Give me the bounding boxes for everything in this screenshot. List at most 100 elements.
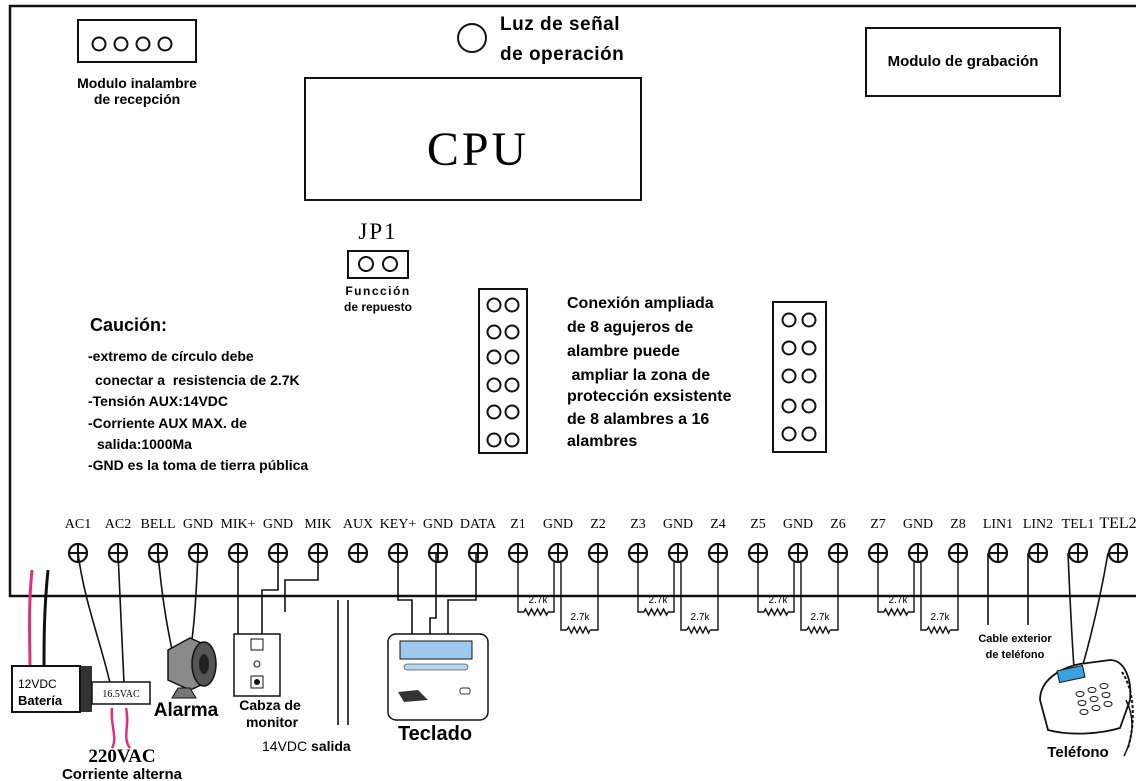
resistor-wire (908, 562, 915, 613)
resistor-wire (680, 562, 687, 631)
board-outline (8, 4, 1136, 598)
ac-power-label-1: 220VAC (88, 746, 155, 767)
resistor-wire (877, 562, 884, 613)
wiring (28, 552, 1109, 749)
terminal-label-gnd-15: GND (663, 517, 693, 532)
battery-label-1: 12VDC (18, 677, 57, 691)
terminal-screw-18 (787, 542, 809, 564)
cpu-label: CPU (427, 123, 529, 176)
resistor-wire (926, 625, 951, 635)
monitor-head-icon (233, 633, 281, 697)
terminal-label-gnd-5: GND (263, 517, 293, 532)
terminal-label-z1-11: Z1 (510, 517, 526, 532)
battery-side (78, 666, 92, 712)
transformer-text: 16.5VAC (102, 689, 140, 700)
expansion-note-line: Conexión ampliada (567, 295, 714, 312)
terminal-screw-21 (907, 542, 929, 564)
resistor-wire (830, 562, 839, 631)
resistor-wire (668, 562, 675, 613)
expansion-header-left (478, 288, 528, 454)
terminal-screw-7 (347, 542, 369, 564)
terminal-label-mik-4: MIK+ (220, 517, 255, 532)
resistor-wire (806, 625, 831, 635)
jp1-caption-1: Funcción (345, 284, 410, 298)
ac-power-label-2: Corriente alterna (62, 766, 183, 781)
caution-line: -extremo de círculo debe (88, 348, 254, 364)
wireless-module-label-1: Modulo inalambre (77, 75, 197, 91)
terminal-screw-10 (467, 542, 489, 564)
resistor-value-label: 2.7k (649, 595, 669, 606)
expansion-note-line: ampliar la zona de (567, 367, 710, 384)
resistor-wire (800, 562, 807, 631)
resistor-wire (523, 607, 549, 617)
phone-line-label-1: Cable exterior (978, 633, 1052, 645)
terminal-screw-25 (1067, 542, 1089, 564)
terminal-screw-15 (667, 542, 689, 564)
keypad-label: Teclado (398, 723, 472, 745)
expansion-note-line: de 8 alambres a 16 (567, 411, 709, 428)
resistor-wire (548, 562, 555, 613)
terminal-label-z4-16: Z4 (710, 517, 726, 532)
terminal-screw-22 (947, 542, 969, 564)
jp1-label: JP1 (358, 219, 397, 244)
resistor-value-label: 2.7k (769, 595, 789, 606)
terminal-label-gnd-18: GND (783, 517, 813, 532)
resistor-wire (590, 562, 599, 631)
resistor-wire (883, 607, 909, 617)
alarm-siren-icon (167, 637, 217, 699)
cpu-box (304, 77, 642, 201)
terminal-label-gnd-3: GND (183, 517, 213, 532)
jp1-caption-2: de repuesto (344, 300, 412, 314)
terminal-label-lin2-24: LIN2 (1023, 517, 1053, 532)
terminal-screw-20 (867, 542, 889, 564)
zone-resistors: 2.7k2.7k2.7k2.7k2.7k2.7k2.7k2.7k (517, 562, 959, 635)
resistor-value-label: 2.7k (571, 612, 591, 623)
resistor-wire (686, 625, 711, 635)
signal-light-label-2: de operación (500, 44, 624, 65)
recording-module-label: Modulo de grabación (888, 53, 1039, 70)
terminal-label-key-8: KEY+ (380, 517, 417, 532)
resistor-wire (920, 562, 927, 631)
resistor-wire (566, 625, 591, 635)
terminal-screw-23 (987, 542, 1009, 564)
expansion-note-line: alambres (567, 433, 637, 450)
terminal-screw-9 (427, 542, 449, 564)
terminal-screw-16 (707, 542, 729, 564)
resistor-wire (637, 562, 644, 613)
jp1-pin-1 (358, 256, 374, 272)
caution-line: -GND es la toma de tierra pública (88, 457, 308, 473)
resistor-wire (757, 562, 764, 613)
terminal-label-data-10: DATA (460, 517, 497, 532)
terminal-label-z8-22: Z8 (950, 517, 966, 532)
caution-line: -Tensión AUX:14VDC (88, 393, 228, 409)
caution-title: Caución: (90, 315, 167, 335)
aux-output-label: 14VDC salida (262, 738, 351, 754)
caution-text: -extremo de círculo debe conectar a resi… (88, 348, 308, 473)
resistor-value-label: 2.7k (889, 595, 909, 606)
terminal-screw-12 (547, 542, 569, 564)
resistor-wire (763, 607, 789, 617)
resistor-wire (710, 562, 719, 631)
keypad-icon (387, 633, 489, 721)
monitor-label-2: monitor (246, 714, 299, 730)
expansion-note-line: alambre puede (567, 343, 680, 360)
phone-line-label-2: de teléfono (986, 649, 1045, 661)
jp1-pin-2 (382, 256, 398, 272)
expansion-note: Conexión ampliada de 8 agujeros de alamb… (567, 295, 732, 450)
telephone-icon (1039, 659, 1134, 757)
terminal-label-tel1-25: TEL1 (1062, 517, 1095, 532)
alarm-label: Alarma (154, 700, 219, 721)
terminal-label-z7-20: Z7 (870, 517, 886, 532)
terminal-screws (67, 542, 1129, 564)
expansion-header-left-pins (486, 297, 520, 448)
resistor-wire (788, 562, 795, 613)
terminal-screw-19 (827, 542, 849, 564)
terminal-label-aux-7: AUX (343, 517, 373, 532)
resistor-wire (950, 562, 959, 631)
terminal-label-mik-6: MIK (304, 517, 331, 532)
resistor-wire (517, 562, 524, 613)
terminal-screw-17 (747, 542, 769, 564)
terminal-screw-11 (507, 542, 529, 564)
terminal-screw-13 (587, 542, 609, 564)
